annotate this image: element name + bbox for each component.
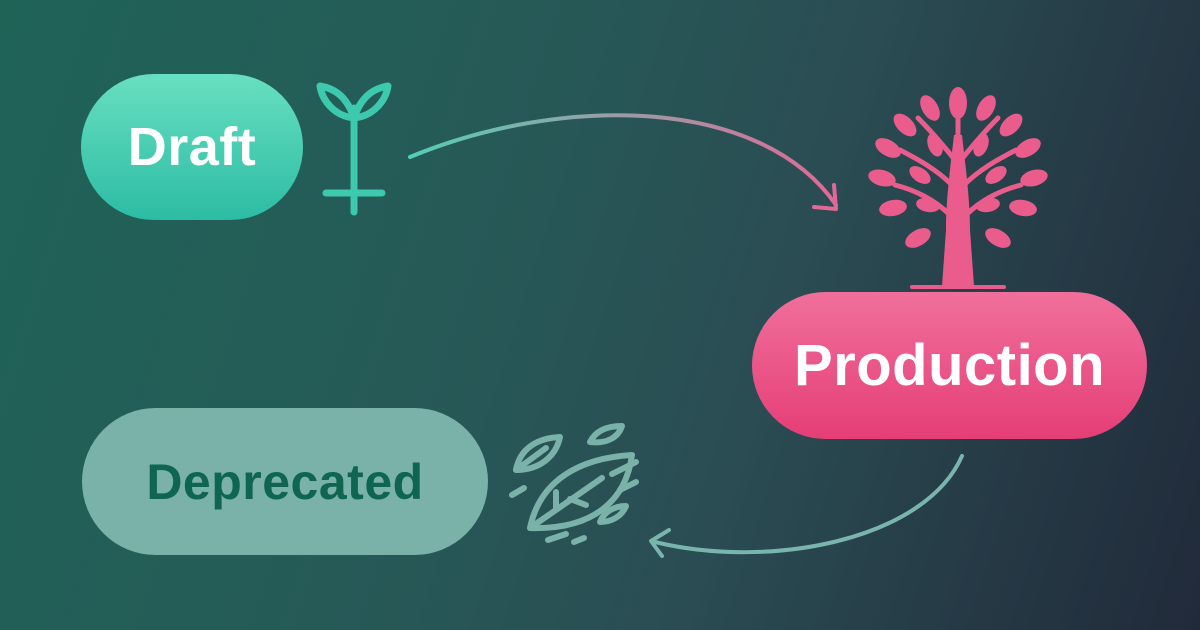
production-stage: Production bbox=[752, 292, 1147, 439]
arrow-draft-to-production bbox=[408, 113, 838, 211]
production-label: Production bbox=[793, 333, 1106, 398]
deprecated-label: Deprecated bbox=[146, 453, 424, 510]
draft-stage: Draft bbox=[81, 74, 303, 220]
arrow-production-to-deprecated bbox=[649, 454, 964, 558]
draft-label: Draft bbox=[127, 117, 257, 177]
sprout-icon bbox=[316, 82, 392, 216]
tree-icon bbox=[868, 87, 1048, 289]
deprecated-stage: Deprecated bbox=[82, 408, 488, 555]
falling-leaves-icon bbox=[509, 423, 639, 545]
